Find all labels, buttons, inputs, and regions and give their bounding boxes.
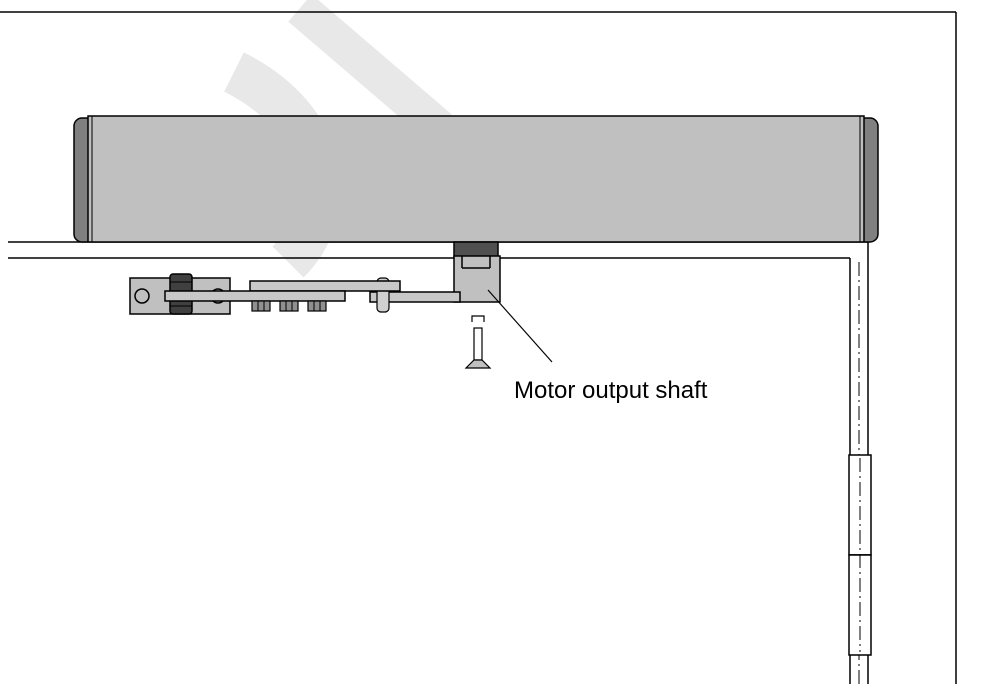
drive-arm xyxy=(369,291,461,303)
callout-leader xyxy=(487,289,553,363)
screw-shank xyxy=(473,327,483,361)
callout-motor-output-shaft: Motor output shaft xyxy=(514,377,708,404)
bracket-hole-left xyxy=(134,288,150,304)
screw-washer-bracket xyxy=(471,315,485,322)
upper-link-bar xyxy=(249,280,401,292)
adjustment-nut xyxy=(279,300,299,312)
adjustment-nut xyxy=(251,300,271,312)
operator-body xyxy=(87,115,865,243)
lower-link-bar xyxy=(164,290,346,302)
gearbox-notch xyxy=(461,256,491,269)
screw-head xyxy=(464,359,492,369)
adjustment-nut xyxy=(307,300,327,312)
watermark-stroke-upper xyxy=(288,0,452,142)
adjustment-nuts xyxy=(251,300,327,312)
